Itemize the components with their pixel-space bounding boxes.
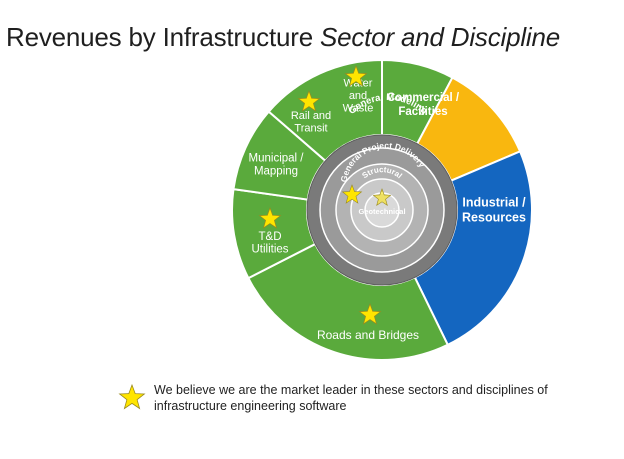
sector-label-line: Mapping xyxy=(254,166,298,178)
title-main: Revenues by Infrastructure xyxy=(6,22,320,52)
sector-label-line: Transit xyxy=(294,122,327,134)
star-icon xyxy=(258,206,282,229)
leader-stars xyxy=(258,64,392,325)
legend-text: We believe we are the market leader in t… xyxy=(154,383,548,413)
sector-wedges xyxy=(231,58,533,361)
sector-label-line: Municipal / xyxy=(249,153,305,165)
sector-label-line: Roads and Bridges xyxy=(317,328,419,342)
sector-label-commercial: Commercial / Facilities xyxy=(387,92,460,118)
sector-label-line: Facilities xyxy=(398,106,447,118)
star-icon xyxy=(297,89,321,112)
star-icon xyxy=(118,384,146,410)
sector-label-roads: Roads and Bridges xyxy=(317,328,419,342)
sector-label-line: Industrial / xyxy=(462,196,526,210)
sector-label-line: Rail and xyxy=(291,110,331,122)
sector-label-line: Commercial / xyxy=(387,92,460,104)
sector-label-line: Utilities xyxy=(251,243,288,255)
star-icon xyxy=(358,302,382,325)
sector-label-line: Waste xyxy=(343,103,374,115)
sector-label-line: T&D xyxy=(259,231,282,243)
sector-label-line: Resources xyxy=(462,211,526,225)
discipline-rings xyxy=(306,134,458,286)
star-icon xyxy=(372,188,392,206)
star-icon xyxy=(341,184,363,204)
title-emphasis: Sector and Discipline xyxy=(319,22,561,52)
sector-label-line: and xyxy=(349,90,367,102)
discipline-label-geotechnical: Geotechnical xyxy=(358,207,405,216)
sector-label-municipal: Municipal /Mapping xyxy=(249,153,305,178)
slide-title: Revenues by Infrastructure Sector and Di… xyxy=(6,22,560,53)
sector-label-industrial: Industrial /Resources xyxy=(462,196,526,225)
star-icon xyxy=(344,64,368,87)
